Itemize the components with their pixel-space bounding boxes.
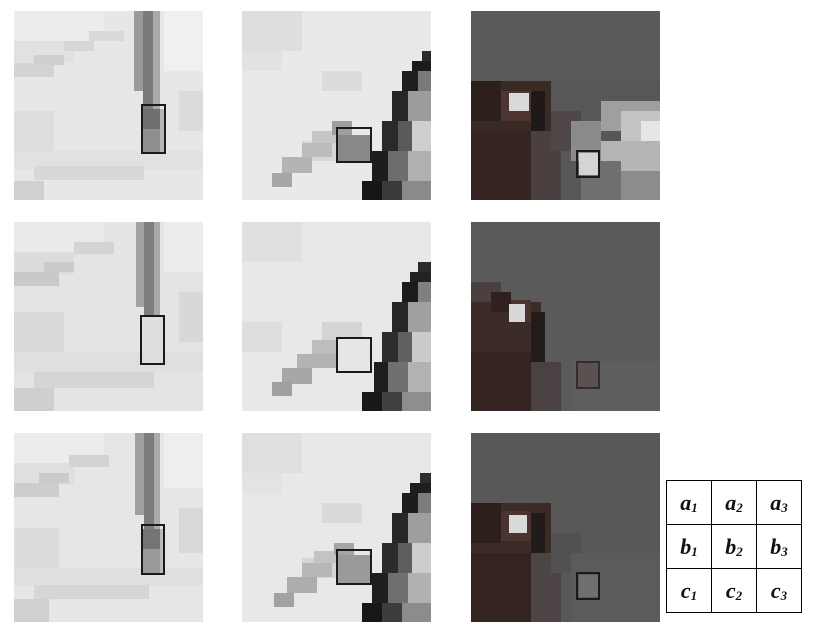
neighborhood-legend-grid: a1 a2 a3 b1 b2 b3 c1 c2 c3	[666, 480, 802, 613]
legend-cell-b3: b3	[756, 524, 802, 569]
panel-row2-col3	[471, 222, 660, 411]
vertical-edge-image	[14, 222, 203, 411]
panel-row1-col1	[14, 11, 203, 200]
vertical-edge-image	[14, 11, 203, 200]
legend-cell-a3: a3	[756, 480, 802, 525]
dark-object-image	[471, 222, 660, 411]
legend-row-c: c1 c2 c3	[666, 568, 802, 613]
legend-cell-b2: b2	[711, 524, 757, 569]
panel-row1-col3	[471, 11, 660, 200]
vertical-edge-image	[14, 433, 203, 622]
legend-cell-c2: c2	[711, 568, 757, 613]
panel-row3-col1	[14, 433, 203, 622]
diagonal-edge-image	[242, 433, 431, 622]
legend-row-a: a1 a2 a3	[666, 480, 802, 525]
legend-cell-c1: c1	[666, 568, 712, 613]
panel-row3-col2	[242, 433, 431, 622]
legend-row-b: b1 b2 b3	[666, 524, 802, 569]
legend-cell-a2: a2	[711, 480, 757, 525]
legend-cell-a1: a1	[666, 480, 712, 525]
diagonal-edge-image	[242, 11, 431, 200]
legend-cell-c3: c3	[756, 568, 802, 613]
diagonal-edge-image	[242, 222, 431, 411]
legend-cell-b1: b1	[666, 524, 712, 569]
dark-object-image	[471, 11, 660, 200]
dark-object-image	[471, 433, 660, 622]
panel-row2-col1	[14, 222, 203, 411]
panel-row3-col3	[471, 433, 660, 622]
panel-row1-col2	[242, 11, 431, 200]
panel-row2-col2	[242, 222, 431, 411]
